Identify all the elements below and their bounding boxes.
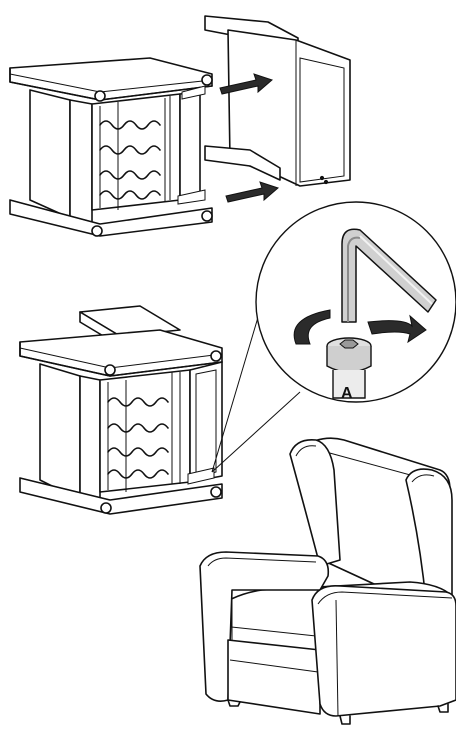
hex-key-icon (341, 228, 437, 323)
hex-bolt-icon (326, 337, 372, 399)
callout-leader (211, 391, 301, 473)
rotate-clockwise-icon (293, 309, 427, 345)
detail-callout: A (255, 201, 456, 403)
part-label-a: A (341, 385, 353, 402)
side-panel-detached (204, 15, 351, 187)
arrow-right-icon (225, 181, 279, 203)
arrow-right-icon (219, 73, 273, 95)
step-1-base-frame (9, 57, 213, 237)
assembled-armchair (199, 437, 456, 725)
step-2-base-frame (19, 305, 223, 515)
